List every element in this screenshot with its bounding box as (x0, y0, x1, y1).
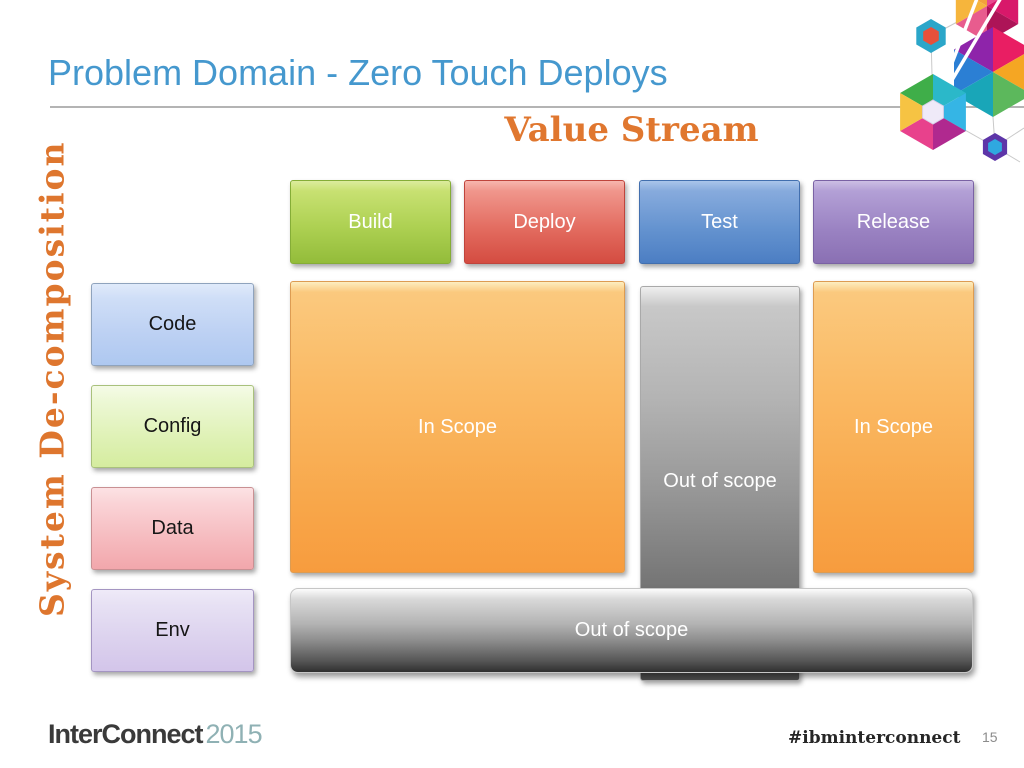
stage-box-test: Test (639, 180, 800, 264)
decomposition-label-config: Config (143, 415, 202, 437)
title-divider (50, 106, 1024, 108)
in-scope-label-release: In Scope (854, 415, 933, 438)
page-number: 15 (982, 729, 998, 745)
hexagon-small-teal (916, 19, 946, 53)
value-stream-heading: Value Stream (504, 110, 759, 150)
decomposition-box-env: Env (91, 589, 254, 672)
in-scope-box-release: In Scope (813, 281, 974, 573)
stage-box-release: Release (813, 180, 974, 264)
in-scope-label-main: In Scope (418, 415, 497, 438)
decomposition-label-code: Code (148, 313, 197, 335)
stage-label-deploy: Deploy (513, 210, 576, 233)
stage-label-build: Build (348, 210, 393, 233)
out-of-scope-box-bottom: Out of scope (290, 588, 973, 673)
interconnect-logo-text: InterConnect (48, 719, 204, 749)
hexagon-medium (900, 74, 966, 150)
decomposition-box-config: Config (91, 385, 254, 468)
interconnect-logo-year: 2015 (205, 719, 263, 749)
hexagon-network-icon (900, 0, 1024, 163)
decomposition-label-data: Data (151, 517, 194, 539)
out-of-scope-label-vertical: Out of scope (663, 470, 777, 492)
stage-box-deploy: Deploy (464, 180, 625, 264)
hashtag-label: #ibminterconnect (788, 728, 961, 748)
stage-box-build: Build (290, 180, 451, 264)
system-decomposition-heading: System De-composition (32, 140, 72, 618)
decomposition-box-code: Code (91, 283, 254, 366)
decomposition-label-env: Env (155, 619, 190, 641)
hexagon-small-purple (982, 133, 1008, 161)
stage-label-test: Test (701, 210, 738, 233)
in-scope-box-main: In Scope (290, 281, 625, 573)
slide-title: Problem Domain - Zero Touch Deploys (48, 52, 668, 93)
stage-label-release: Release (856, 210, 931, 233)
decomposition-box-data: Data (91, 487, 254, 570)
out-of-scope-label-bottom: Out of scope (574, 619, 689, 641)
